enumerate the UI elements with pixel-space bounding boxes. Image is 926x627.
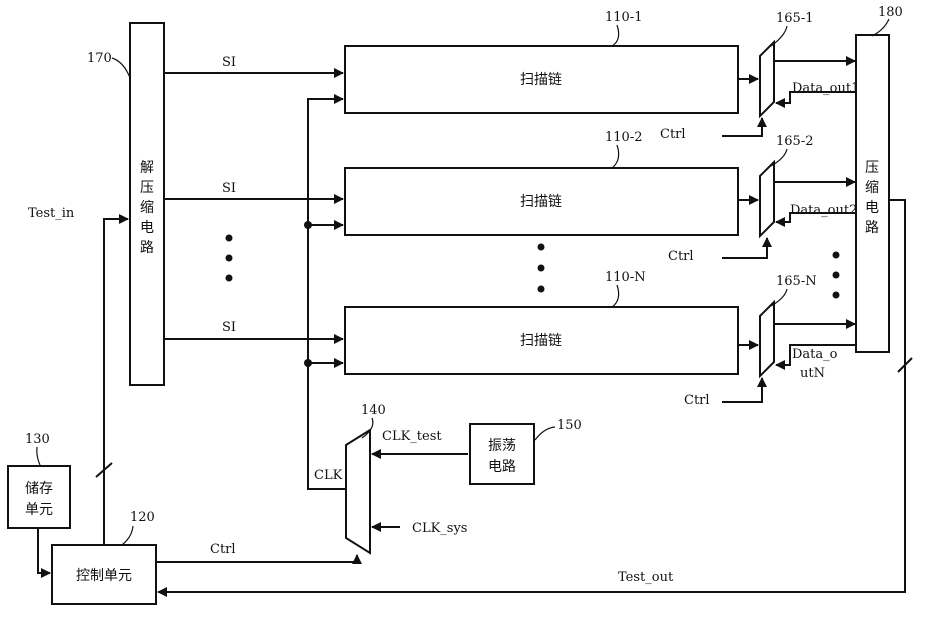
compress-circuit-box bbox=[855, 34, 890, 353]
storage-label-1: 单元 bbox=[25, 502, 53, 518]
decompress-circuit-box bbox=[129, 22, 165, 386]
data-out-2-label: Data_out2 bbox=[790, 203, 857, 218]
ctrl-line-2 bbox=[722, 237, 772, 259]
storage-to-control-line bbox=[37, 528, 51, 578]
bus-slash bbox=[95, 462, 113, 478]
scan-chain-2-label: 扫描链 bbox=[520, 194, 562, 210]
ctrl-main-line bbox=[156, 554, 362, 564]
compress-label-3: 路 bbox=[865, 220, 879, 236]
clk-sys-label: CLK_sys bbox=[412, 521, 467, 536]
scan-chain-n-box bbox=[344, 306, 739, 375]
clk-test-label: CLK_test bbox=[382, 429, 442, 444]
storage-leader bbox=[36, 446, 41, 466]
decompress-label-3: 电 bbox=[140, 220, 154, 236]
junction-dot bbox=[304, 359, 312, 367]
ctrl-line-n bbox=[722, 377, 767, 403]
oscillator-label-1: 电路 bbox=[488, 459, 516, 475]
oscillator-box bbox=[469, 423, 535, 485]
ellipsis-dot bbox=[832, 251, 840, 259]
compress-label-0: 压 bbox=[865, 160, 879, 176]
ellipsis-dot bbox=[832, 271, 840, 279]
clk-mux-leader bbox=[361, 417, 374, 439]
output-mux-1-leader bbox=[770, 25, 788, 47]
ellipsis-dot bbox=[225, 234, 233, 242]
ellipsis-dot bbox=[537, 285, 545, 293]
scan-chain-n-label: 扫描链 bbox=[520, 333, 562, 349]
output-mux-n-ref: 165-N bbox=[776, 274, 817, 289]
ellipsis-dot bbox=[537, 264, 545, 272]
clk-mux bbox=[345, 428, 371, 555]
ellipsis-dot bbox=[225, 274, 233, 282]
scan-chain-2-box bbox=[344, 167, 739, 236]
control-unit-label: 控制单元 bbox=[76, 568, 132, 584]
scan-chain-1-ref: 110-1 bbox=[605, 10, 642, 25]
output-mux-n bbox=[759, 299, 775, 379]
decompress-label-2: 缩 bbox=[140, 200, 154, 216]
test-in-label: Test_in bbox=[28, 206, 75, 221]
mux1-return-line bbox=[775, 91, 855, 108]
test-out-label: Test_out bbox=[618, 570, 674, 585]
si-label-n: SI bbox=[222, 320, 236, 335]
mux2-return-line bbox=[775, 212, 855, 227]
decompress-label-0: 解 bbox=[140, 160, 154, 176]
decompress-label-1: 压 bbox=[140, 180, 154, 196]
ctrl-label-1: Ctrl bbox=[660, 127, 686, 142]
muxn-return-line bbox=[775, 344, 855, 370]
data-out-n-label-line2: utN bbox=[800, 366, 825, 381]
output-mux-2-leader bbox=[770, 148, 788, 167]
control-unit-box bbox=[51, 544, 157, 605]
compress-label-2: 电 bbox=[865, 200, 879, 216]
output-mux-1 bbox=[759, 39, 775, 119]
compress-ref: 180 bbox=[878, 5, 903, 20]
compress-leader bbox=[871, 18, 890, 37]
output-mux-n-leader bbox=[770, 288, 788, 307]
scan-chain-n-ref: 110-N bbox=[605, 270, 646, 285]
oscillator-label-0: 振荡 bbox=[488, 438, 516, 454]
test-out-line bbox=[157, 199, 906, 597]
scan-chain-2-leader bbox=[611, 144, 620, 169]
si-label-1: SI bbox=[222, 55, 236, 70]
ctrl-line-1 bbox=[722, 117, 767, 137]
ellipsis-dot bbox=[225, 254, 233, 262]
scan-chain-1-leader bbox=[611, 24, 620, 47]
data-out-n-label-line1: Data_o bbox=[792, 347, 838, 362]
scan-chain-2-ref: 110-2 bbox=[605, 130, 642, 145]
ctrl-label-n: Ctrl bbox=[684, 393, 710, 408]
bus-slash bbox=[897, 357, 913, 373]
storage-label-0: 储存 bbox=[25, 481, 53, 497]
decompress-ref: 170 bbox=[87, 51, 112, 66]
oscillator-leader bbox=[534, 426, 556, 441]
clk-label: CLK bbox=[314, 468, 343, 483]
junction-dot bbox=[304, 221, 312, 229]
storage-ref: 130 bbox=[25, 432, 50, 447]
output-mux-1-ref: 165-1 bbox=[776, 11, 813, 26]
output-mux-2 bbox=[759, 159, 775, 239]
scan-chain-1-label: 扫描链 bbox=[520, 72, 562, 88]
control-unit-leader bbox=[121, 525, 134, 546]
scan-chain-1-box bbox=[344, 45, 739, 114]
clk-mux-ref: 140 bbox=[361, 403, 386, 418]
clk-bus-line bbox=[307, 94, 346, 490]
storage-unit-box bbox=[7, 465, 71, 529]
ellipsis-dot bbox=[537, 243, 545, 251]
decompress-label-4: 路 bbox=[140, 240, 154, 256]
control-unit-ref: 120 bbox=[130, 510, 155, 525]
si-label-2: SI bbox=[222, 181, 236, 196]
ctrl-main-label: Ctrl bbox=[210, 542, 236, 557]
output-mux-2-ref: 165-2 bbox=[776, 134, 813, 149]
oscillator-ref: 150 bbox=[557, 418, 582, 433]
compress-label-1: 缩 bbox=[865, 180, 879, 196]
data-out-1-label: Data_out1 bbox=[792, 81, 859, 96]
test-in-line bbox=[103, 214, 129, 545]
ctrl-label-2: Ctrl bbox=[668, 249, 694, 264]
ellipsis-dot bbox=[832, 291, 840, 299]
scan-chain-n-leader bbox=[611, 284, 620, 308]
decompress-leader bbox=[111, 57, 131, 79]
